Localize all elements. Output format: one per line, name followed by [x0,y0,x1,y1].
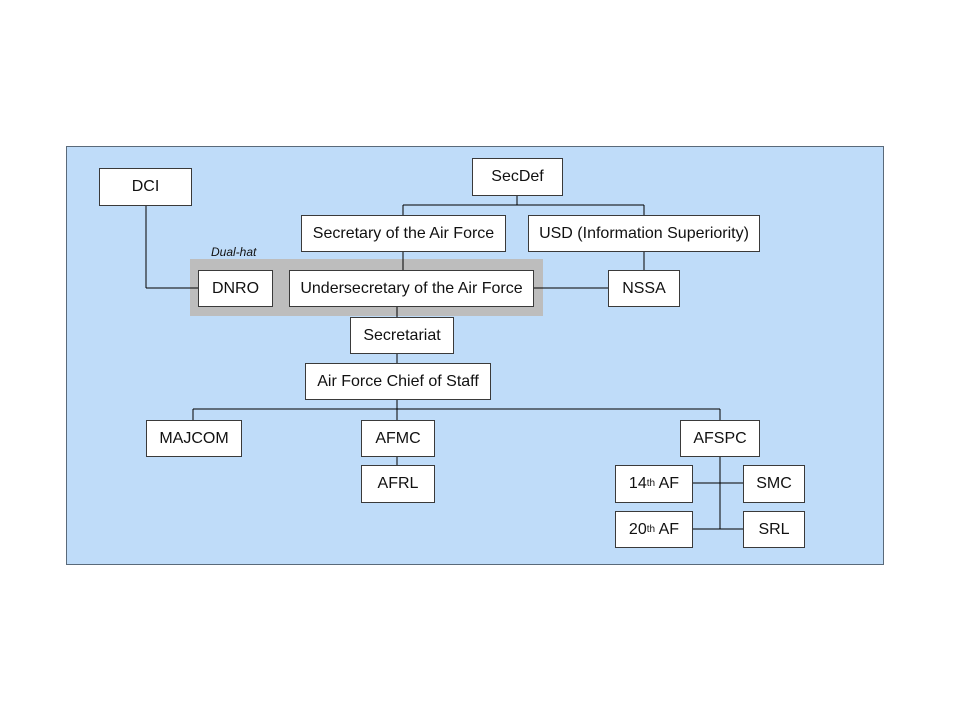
dnro-box: DNRO [198,270,273,307]
afspc-label: AFSPC [693,429,747,447]
usd-label: USD (Information Superiority) [539,224,749,242]
undersec-label: Undersecretary of the Air Force [300,279,523,297]
secretariat-label: Secretariat [363,326,441,344]
undersec-box: Undersecretary of the Air Force [289,270,534,307]
srl-box: SRL [743,511,805,548]
majcom-label: MAJCOM [159,429,229,447]
afrl-label: AFRL [377,475,419,492]
dci-label: DCI [131,178,160,195]
afcos-label: Air Force Chief of Staff [317,372,479,390]
secaf-label: Secretary of the Air Force [312,224,495,242]
afcos-box: Air Force Chief of Staff [305,363,491,400]
14th-af-suffix: AF [655,475,680,492]
majcom-box: MAJCOM [146,420,242,457]
srl-label: SRL [758,520,790,538]
14th-af-number: 14 [628,475,647,492]
dci-box: DCI [99,168,192,206]
dnro-label: DNRO [211,279,260,297]
afmc-box: AFMC [361,420,435,457]
nssa-box: NSSA [608,270,680,307]
smc-box: SMC [743,465,805,503]
20th-af-suffix: AF [655,520,680,538]
afrl-box: AFRL [361,465,435,503]
usd-box: USD (Information Superiority) [528,215,760,252]
secdef-box: SecDef [472,158,563,196]
smc-label: SMC [756,475,792,492]
secaf-box: Secretary of the Air Force [301,215,506,252]
secdef-label: SecDef [491,168,544,185]
secretariat-box: Secretariat [350,317,454,354]
afmc-label: AFMC [375,429,421,447]
nssa-label: NSSA [622,279,666,297]
20th-af-number: 20 [628,520,647,538]
afspc-box: AFSPC [680,420,760,457]
dual-hat-label: Dual-hat [211,245,257,259]
